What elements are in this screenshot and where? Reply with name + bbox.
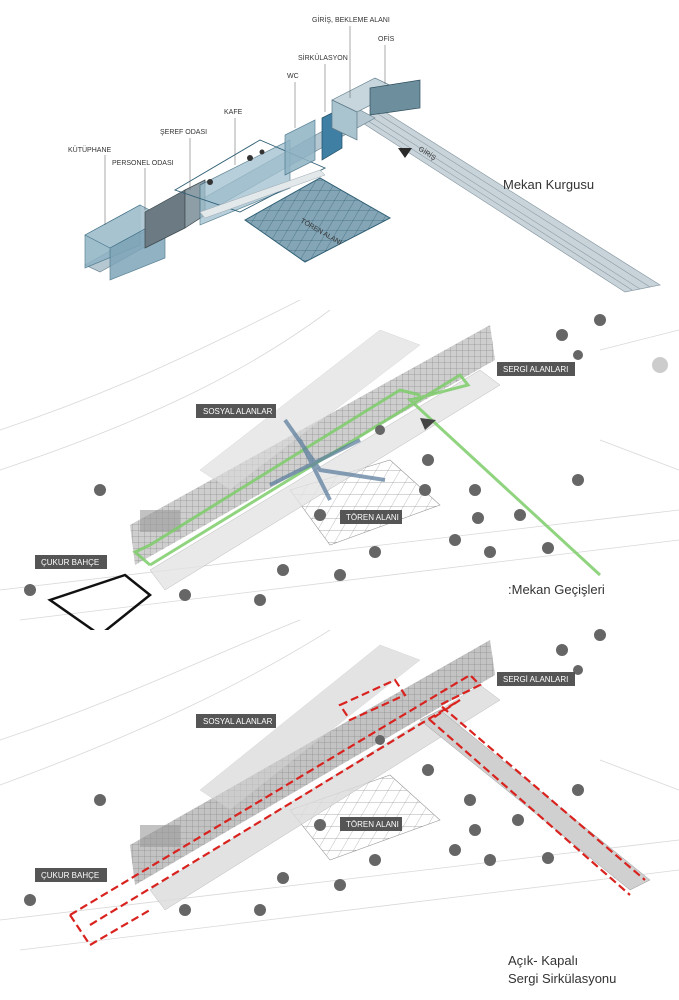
sosyal-tag-text: SOSYAL ALANLAR xyxy=(203,407,273,416)
seref-odasi-label: ŞEREF ODASI xyxy=(160,129,207,136)
toren-tag-text: TÖREN ALANI xyxy=(346,820,399,829)
tag-sosyal-alanlar: SOSYAL ALANLAR xyxy=(196,404,276,418)
tag-sosyal-alanlar: SOSYAL ALANLAR xyxy=(196,714,276,728)
tag-cukur-bahce: ÇUKUR BAHÇE xyxy=(35,868,107,882)
panel2-title: :Mekan Geçişleri xyxy=(508,582,605,597)
toren-tag-text: TÖREN ALANI xyxy=(346,513,399,522)
linear-building xyxy=(130,325,501,591)
panel3-title-line1: Açık- Kapalı xyxy=(508,953,578,968)
ofis-label: OFİS xyxy=(378,34,395,43)
blue-route xyxy=(269,418,386,501)
sirkulasyon-label: SİRKÜLASYON xyxy=(298,53,348,62)
ceremony-area xyxy=(244,177,392,263)
linear-building xyxy=(130,640,651,911)
sosyal-tag-text: SOSYAL ALANLAR xyxy=(203,717,273,726)
trees xyxy=(24,629,606,916)
giris-bekleme-label: GİRİŞ, BEKLEME ALANI xyxy=(312,15,390,24)
sergi-tag-text: SERGİ ALANLARI xyxy=(503,675,568,684)
green-route xyxy=(132,373,602,577)
wc-label: WC xyxy=(287,73,299,80)
tag-sergi-alanlari: SERGİ ALANLARI xyxy=(497,672,575,686)
red-circulation-route xyxy=(69,673,646,946)
entry-arrow xyxy=(398,148,412,158)
panel-sergi-sirkulasyonu: SERGİ ALANLARI SOSYAL ALANLAR TÖREN ALAN… xyxy=(0,610,679,1000)
main-building xyxy=(84,77,421,281)
tag-sergi-alanlari: SERGİ ALANLARI xyxy=(497,362,575,376)
axonometric-building-diagram: GİRİŞ TÖREN ALANI xyxy=(68,15,661,293)
panel-mekan-kurgusu: GİRİŞ TÖREN ALANI xyxy=(0,0,679,300)
tag-toren-alani: TÖREN ALANI xyxy=(340,510,402,524)
transitions-diagram: SERGİ ALANLARI SOSYAL ALANLAR TÖREN ALAN… xyxy=(0,299,679,630)
sergi-tag-text: SERGİ ALANLARI xyxy=(503,365,568,374)
panel3-title-line2: Sergi Sirkülasyonu xyxy=(508,971,616,986)
exhibition-circulation-diagram: SERGİ ALANLARI SOSYAL ALANLAR TÖREN ALAN… xyxy=(0,619,679,986)
site-context-lines xyxy=(0,299,679,621)
panel-mekan-gecisleri: SERGİ ALANLARI SOSYAL ALANLAR TÖREN ALAN… xyxy=(0,290,679,630)
space-labels: KÜTÜPHANE PERSONEL ODASI ŞEREF ODASI KAF… xyxy=(68,15,395,225)
cukur-bahce-outline xyxy=(47,573,153,630)
tag-cukur-bahce: ÇUKUR BAHÇE xyxy=(35,555,107,569)
personel-odasi-label: PERSONEL ODASI xyxy=(112,160,174,167)
trees xyxy=(24,314,668,606)
tag-toren-alani: TÖREN ALANI xyxy=(340,817,402,831)
entry-walkway xyxy=(354,111,661,293)
route-arrow xyxy=(420,418,436,430)
cukur-tag-text: ÇUKUR BAHÇE xyxy=(41,558,99,567)
kafe-label: KAFE xyxy=(224,109,243,116)
cukur-tag-text: ÇUKUR BAHÇE xyxy=(41,871,99,880)
kutuphane-label: KÜTÜPHANE xyxy=(68,146,112,154)
panel1-title: Mekan Kurgusu xyxy=(503,177,594,192)
